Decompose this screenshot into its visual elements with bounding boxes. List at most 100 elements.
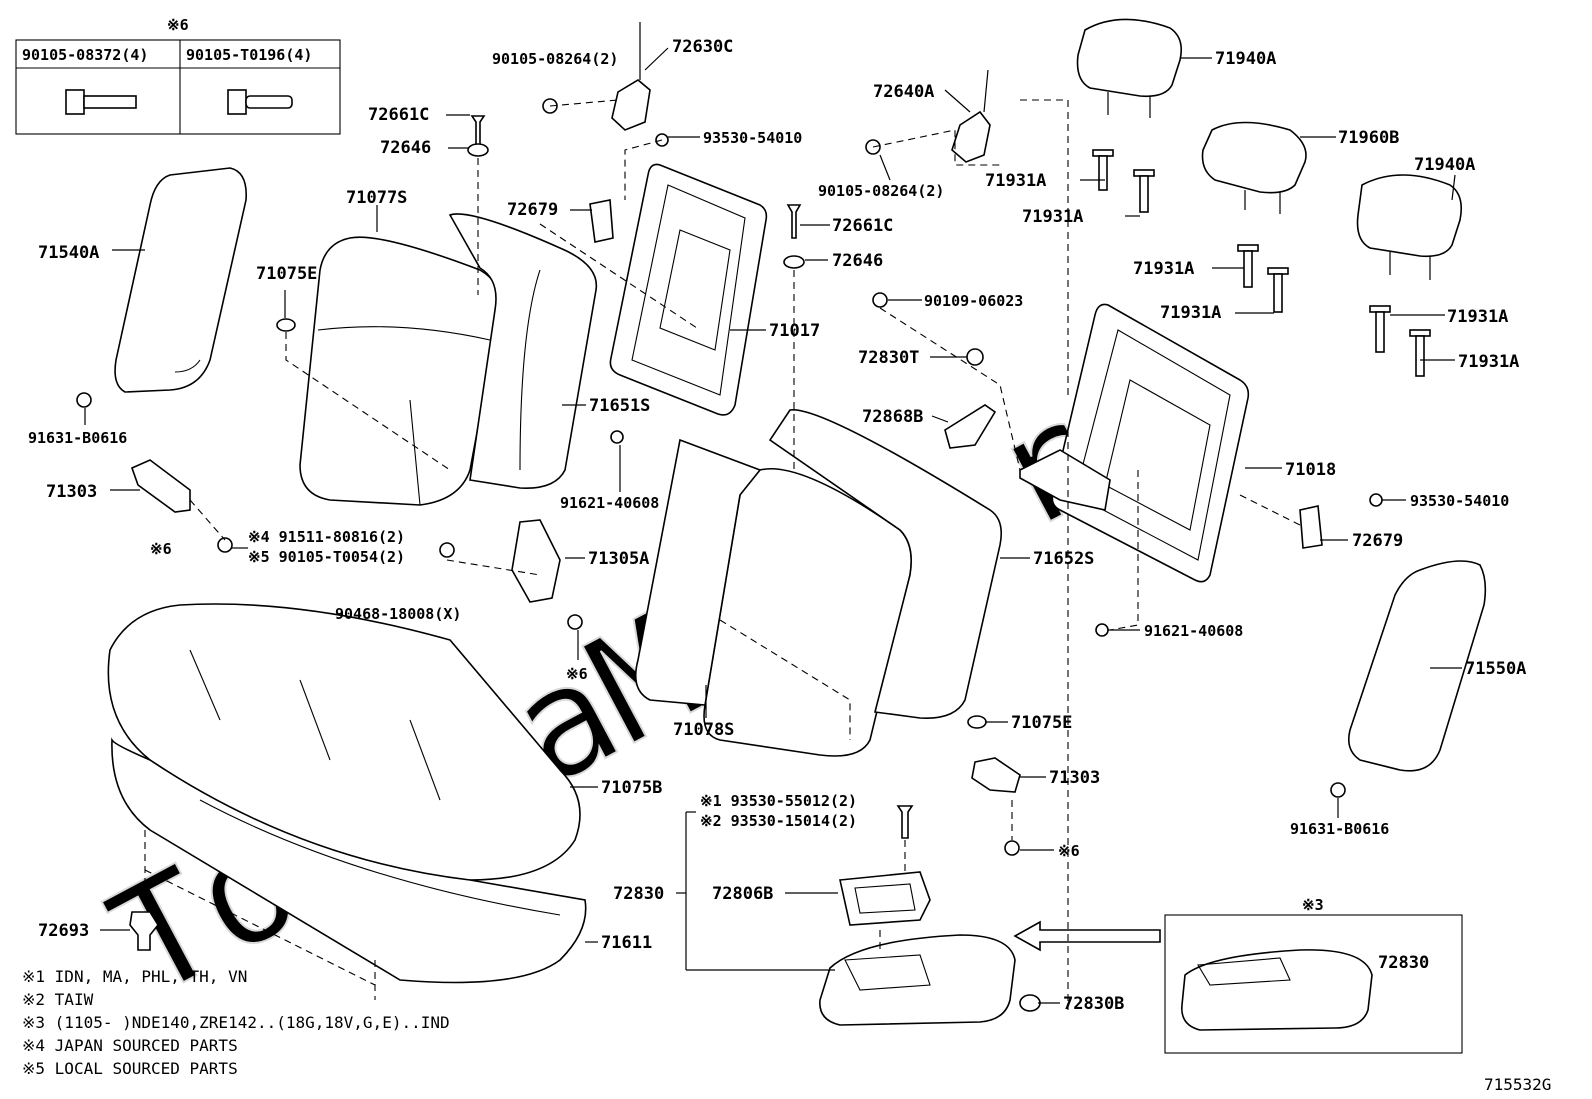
bracket-icon (1019, 449, 1111, 511)
hinge-bracket-right (951, 110, 991, 163)
headrest-guide-icon (1267, 267, 1289, 313)
bolt-icon (1004, 840, 1020, 856)
label-90105-08264-right: 90105-08264(2) (818, 182, 944, 200)
label-inset-mark: ※3 (1302, 896, 1324, 914)
label-71940A-right: 71940A (1414, 155, 1475, 175)
label-71651S: 71651S (589, 396, 650, 416)
label-71931A-5: 71931A (1447, 307, 1508, 327)
label-71303-left: 71303 (46, 482, 97, 502)
label-72640A: 72640A (873, 82, 934, 102)
label-71931A-6: 71931A (1458, 352, 1519, 372)
label-71075B: 71075B (601, 778, 662, 798)
cap-icon (1019, 994, 1041, 1012)
bolt-icon (76, 392, 92, 408)
label-72661C-top: 72661C (368, 105, 429, 125)
clip-icon (129, 911, 159, 951)
seatback-frame-left (609, 163, 768, 416)
label-71611: 71611 (601, 933, 652, 953)
clip-icon (276, 318, 296, 332)
label-71540A: 71540A (38, 243, 99, 263)
bolt-icon (227, 89, 293, 115)
side-bolster-right (1347, 560, 1487, 772)
label-71960B: 71960B (1338, 128, 1399, 148)
label-71077S: 71077S (346, 188, 407, 208)
label-93530-55012: ※1 93530-55012(2) (700, 792, 857, 810)
label-72830T: 72830T (858, 348, 919, 368)
headrest-guide-icon (1369, 305, 1391, 353)
headrest-small (1201, 121, 1307, 214)
bolt-icon (610, 430, 624, 444)
label-71931A-4: 71931A (1160, 303, 1221, 323)
label-71931A-1: 71931A (985, 171, 1046, 191)
fastener-col2-label: 90105-T0196(4) (186, 46, 312, 64)
label-90109-06023: 90109-06023 (924, 292, 1023, 310)
label-71931A-2: 71931A (1022, 207, 1083, 227)
footnote-3: ※3 (1105- )NDE140,ZRE142..(18G,18V,G,E).… (22, 1013, 450, 1032)
bolt-icon (872, 292, 888, 308)
part-labels: 72630C 90105-08264(2) 72661C 72646 93530… (28, 37, 1526, 1014)
label-71075E-left: 71075E (256, 264, 317, 284)
cap-icon (966, 348, 984, 366)
label-inset-72830: 72830 (1378, 953, 1429, 973)
label-91511-80816: ※4 91511-80816(2) (248, 528, 405, 546)
label-72679-top: 72679 (507, 200, 558, 220)
label-72830: 72830 (613, 884, 664, 904)
bolt-icon (439, 542, 455, 558)
screw-icon (896, 805, 914, 839)
fastener-box: ※6 90105-08372(4) 90105-T0196(4) (15, 16, 341, 135)
dashed-guides (144, 99, 1301, 1010)
label-note6-right: ※6 (1058, 842, 1080, 860)
seat-cushion-pad (111, 737, 587, 984)
bolt-icon (1369, 493, 1383, 507)
headrest-large-top (1076, 18, 1183, 118)
seatback-cushion-left (299, 236, 502, 506)
bracket-icon (944, 404, 997, 449)
label-71305A: 71305A (588, 549, 649, 569)
headrest-guide-icon (1092, 149, 1114, 191)
label-71652S: 71652S (1033, 549, 1094, 569)
label-90105-T0054: ※5 90105-T0054(2) (248, 548, 405, 566)
label-91631-B0616-left: 91631-B0616 (28, 429, 127, 447)
label-71931A-3: 71931A (1133, 259, 1194, 279)
side-bolster-left (114, 167, 247, 393)
bolt-icon (65, 89, 137, 115)
label-71075E-right: 71075E (1011, 713, 1072, 733)
label-71940A-top: 71940A (1215, 49, 1276, 69)
label-72646-mid: 72646 (832, 251, 883, 271)
headrest-guide-icon (1133, 169, 1155, 213)
seatback-frame-cover (448, 213, 598, 489)
inset-box (1164, 914, 1463, 1054)
cap-icon (467, 143, 489, 157)
hinge-bracket-top (611, 79, 651, 131)
label-91631-B0616-right: 91631-B0616 (1290, 820, 1389, 838)
label-note6-mid: ※6 (566, 665, 588, 683)
bolt-icon (567, 614, 583, 630)
footnotes: ※1 IDN, MA, PHL, TH, VN ※2 TAIW ※3 (1105… (22, 967, 450, 1078)
bolt-icon (1330, 782, 1346, 798)
label-72806B: 72806B (712, 884, 773, 904)
pin-icon (786, 204, 802, 239)
label-note6-left: ※6 (150, 540, 172, 558)
label-71017: 71017 (769, 321, 820, 341)
label-72646-top: 72646 (380, 138, 431, 158)
bolt-icon (1095, 623, 1109, 637)
lock-striker-left (130, 459, 191, 513)
label-90105-08264-top: 90105-08264(2) (492, 50, 618, 68)
footnote-1: ※1 IDN, MA, PHL, TH, VN (22, 967, 247, 986)
hinge-bracket-lower (511, 519, 561, 603)
label-93530-54010-top: 93530-54010 (703, 129, 802, 147)
footnote-2: ※2 TAIW (22, 990, 94, 1009)
latch-icon (1299, 505, 1323, 549)
armrest-inset (1181, 949, 1373, 1031)
armrest-body (819, 934, 1016, 1026)
arrow-icon (1013, 920, 1161, 952)
clip-icon (967, 715, 987, 729)
label-93530-54010-right: 93530-54010 (1410, 492, 1509, 510)
label-71018: 71018 (1285, 460, 1336, 480)
label-93530-15014: ※2 93530-15014(2) (700, 812, 857, 830)
fastener-col1-label: 90105-08372(4) (22, 46, 148, 64)
footnote-4: ※4 JAPAN SOURCED PARTS (22, 1036, 238, 1055)
leader-lines (84, 47, 1462, 1004)
headrest-large-right (1356, 174, 1463, 280)
